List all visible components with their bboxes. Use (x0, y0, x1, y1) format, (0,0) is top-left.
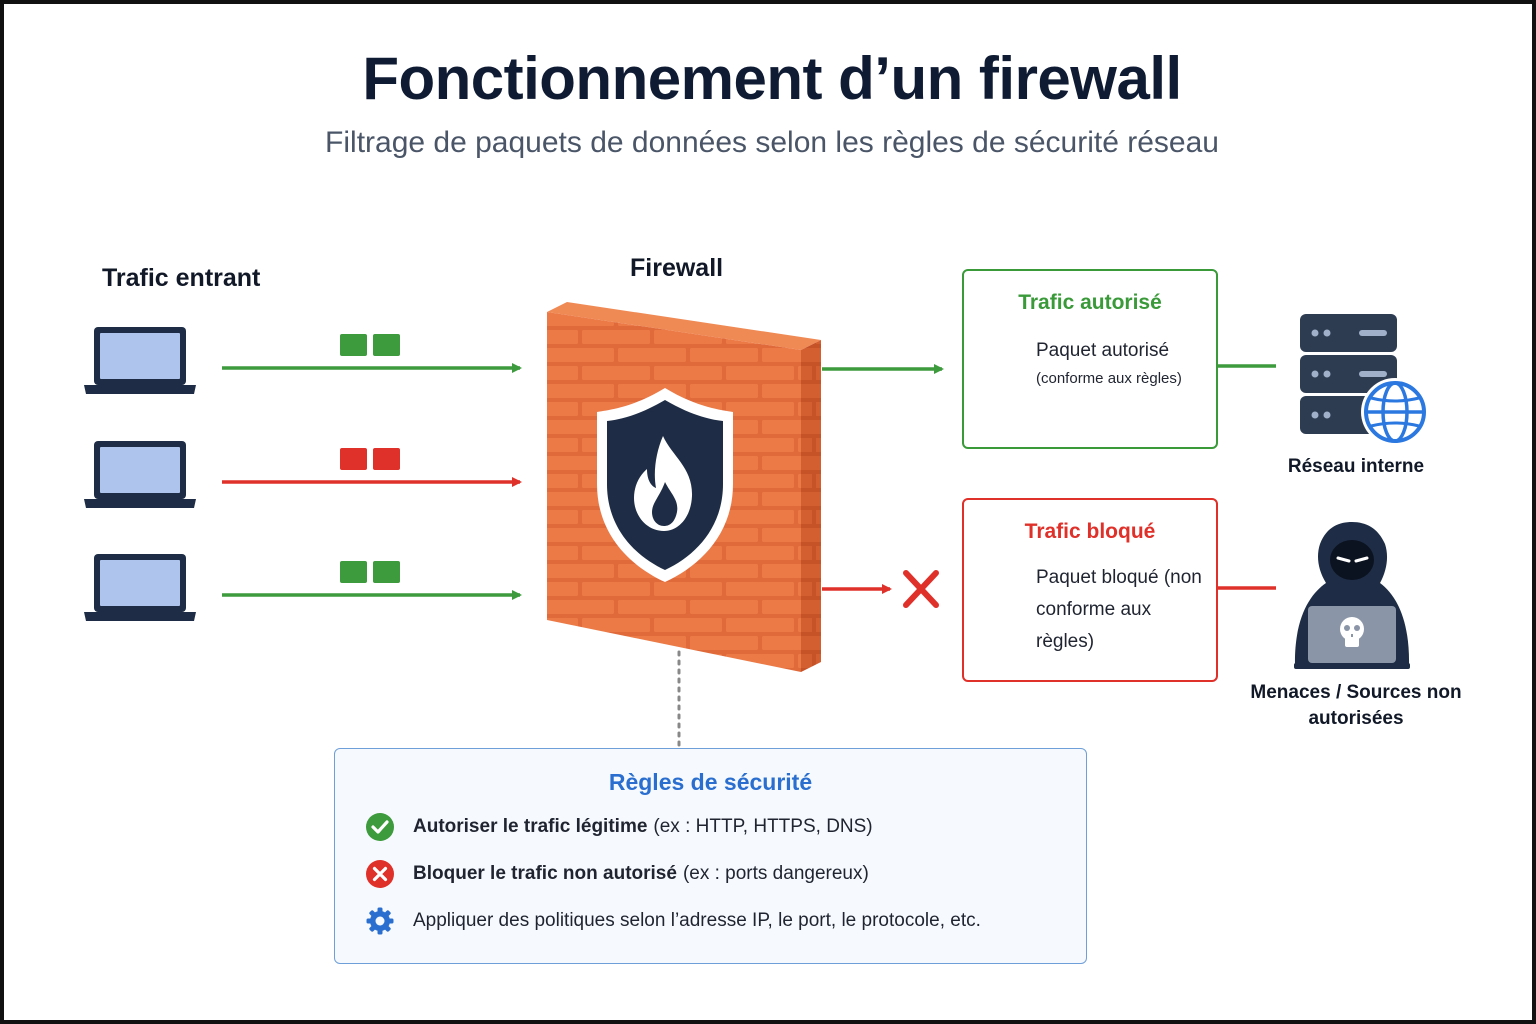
check-circle-icon (366, 813, 394, 841)
server-icon (1300, 314, 1397, 434)
internal-network-label: Réseau interne (1287, 456, 1425, 477)
rule-item-block: Bloquer le trafic non autorisé(ex : port… (365, 858, 869, 890)
laptop-icon (84, 554, 196, 621)
laptop-icon (84, 327, 196, 394)
page-subtitle: Filtrage de paquets de données selon les… (325, 126, 1219, 159)
rule-text: (ex : HTTP, HTTPS, DNS) (653, 816, 873, 837)
rule-text: (ex : ports dangereux) (682, 863, 869, 884)
blocked-traffic-box: Trafic bloqué Paquet bloqué (non conform… (962, 498, 1218, 682)
packet-pair-allowed (340, 334, 400, 356)
rule-bold-text: Bloquer le trafic non autorisé (413, 863, 677, 884)
security-rules-box: Règles de sécurité Autoriser le trafic l… (334, 748, 1087, 964)
rule-text: Appliquer des politiques selon l’adresse… (413, 910, 981, 931)
packet-pair-allowed (340, 561, 400, 583)
diagram-graphics (84, 302, 1429, 748)
rule-item-policy: Appliquer des politiques selon l’adresse… (365, 905, 981, 937)
rule-bold-text: Autoriser le trafic légitime (413, 816, 648, 837)
allowed-traffic-title: Trafic autorisé (1018, 291, 1162, 314)
flame-icon (634, 436, 693, 531)
gear-icon (366, 907, 394, 935)
incoming-traffic-label: Trafic entrant (102, 264, 261, 292)
packet-pair-blocked (340, 448, 400, 470)
page-title: Fonctionnement d’un firewall (362, 45, 1182, 112)
blocked-traffic-title: Trafic bloqué (1024, 520, 1156, 543)
laptop-icon (84, 441, 196, 508)
rule-item-allow: Autoriser le trafic légitime(ex : HTTP, … (365, 811, 873, 843)
globe-icon (1361, 378, 1429, 446)
cross-circle-icon (366, 860, 394, 888)
security-rules-title: Règles de sécurité (608, 769, 813, 795)
blocked-packet-text: Paquet bloqué (non conforme aux règles) (1036, 567, 1202, 652)
allowed-packet-text: Paquet autorisé (1036, 340, 1170, 361)
firewall-label: Firewall (630, 254, 724, 282)
x-mark-icon (903, 570, 939, 608)
skull-icon (1340, 617, 1364, 647)
hacker-icon (1294, 522, 1410, 669)
allowed-traffic-box: Trafic autorisé Paquet autorisé (conform… (962, 269, 1218, 449)
allowed-packet-subtext: (conforme aux règles) (1036, 370, 1182, 387)
threat-sources-label: Menaces / Sources non autorisées (1250, 682, 1462, 729)
